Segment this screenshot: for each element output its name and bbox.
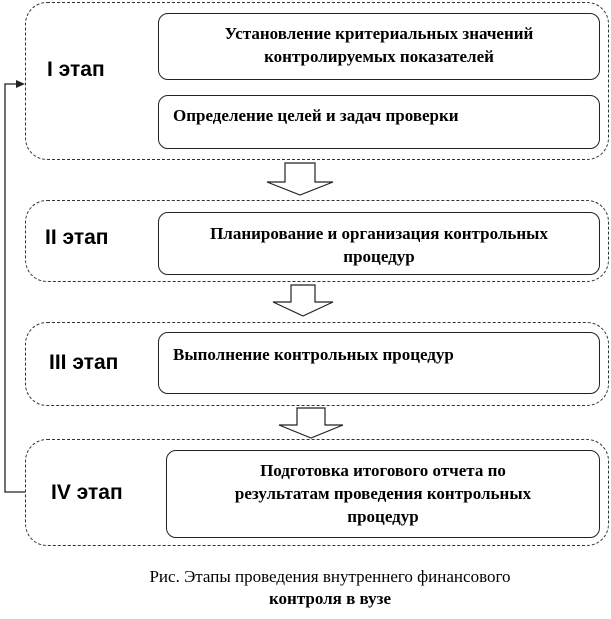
stage-3-label: III этап: [49, 351, 119, 374]
stage-2-step-1: Планирование и организация контрольных п…: [158, 212, 600, 275]
stage-4-step-1-line-2: результатам проведения контрольных: [234, 484, 532, 503]
figure-caption: Рис. Этапы проведения внутреннего финанс…: [60, 566, 600, 610]
stage-4-step-1: Подготовка итогового отчета по результат…: [166, 450, 600, 538]
stage-4-frame: [25, 439, 609, 546]
stage-4-label: IV этап: [51, 481, 123, 504]
feedback-loop-line: [4, 83, 25, 493]
stage-1-step-2-line-1: Определение целей и задач проверки: [173, 106, 459, 125]
feedback-arrow-head-icon: [16, 80, 25, 88]
stage-1-label: I этап: [47, 58, 105, 81]
stage-1-frame: [25, 2, 609, 160]
stage-2-step-1-line-1: Планирование и организация контрольных: [210, 224, 548, 243]
stage-2-label: II этап: [45, 226, 109, 249]
stage-3-step-1-line-1: Выполнение контрольных процедур: [173, 345, 454, 364]
stage-1-step-1: Установление критериальных значений конт…: [158, 13, 600, 80]
caption-line-1: Рис. Этапы проведения внутреннего финанс…: [149, 567, 511, 586]
stage-1-step-1-line-1: Установление критериальных значений: [224, 24, 534, 43]
down-arrow-icon-1-2: [266, 162, 334, 196]
down-arrow-icon-3-4: [278, 407, 344, 439]
stage-3-step-1: Выполнение контрольных процедур: [158, 332, 600, 394]
stage-4-step-1-line-1: Подготовка итогового отчета по: [260, 461, 506, 480]
stage-1-step-1-line-2: контролируемых показателей: [264, 47, 494, 66]
down-arrow-icon-2-3: [272, 284, 334, 317]
stage-4-step-1-line-3: процедур: [347, 507, 419, 526]
stage-2-step-1-line-2: процедур: [343, 247, 415, 266]
caption-line-2: контроля в вузе: [268, 589, 392, 608]
stage-2-frame: [25, 200, 609, 282]
stage-3-frame: [25, 322, 609, 406]
stage-1-step-2: Определение целей и задач проверки: [158, 95, 600, 149]
